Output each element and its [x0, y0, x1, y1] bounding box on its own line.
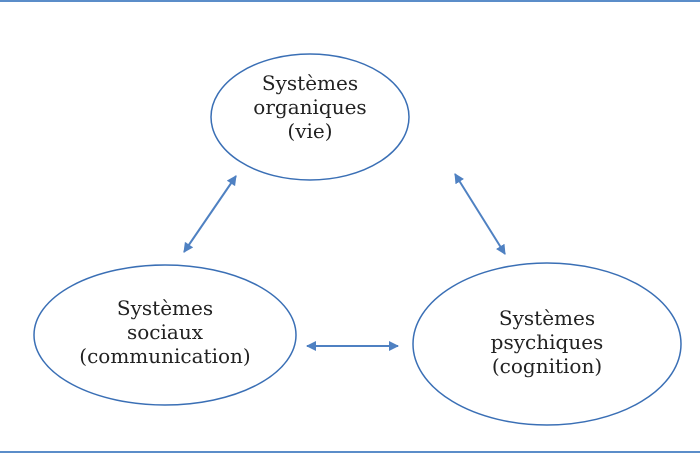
arrow-organic-psychic: [454, 173, 506, 255]
organic-systems-ellipse: [210, 53, 410, 181]
social-systems-ellipse: [33, 264, 297, 406]
psych-line-2: psychiques: [490, 330, 604, 354]
organic-line-1: Systèmes: [261, 71, 359, 95]
psychic-systems-label: Systèmes psychiques (cognition): [412, 306, 682, 378]
psychic-systems-ellipse: [412, 262, 682, 426]
organic-systems-label: Systèmes organiques (vie): [210, 71, 410, 143]
psych-line-3: (cognition): [491, 354, 603, 378]
arrow-organic-social: [183, 175, 237, 253]
psych-line-1: Systèmes: [498, 306, 596, 330]
top-border-rule: [0, 0, 700, 2]
social-line-2: sociaux: [127, 320, 203, 344]
bottom-border-rule: [0, 451, 700, 453]
social-systems-label: Systèmes sociaux (communication): [35, 296, 295, 368]
social-line-1: Systèmes: [116, 296, 214, 320]
organic-line-3: (vie): [287, 119, 333, 143]
organic-line-2: organiques: [253, 95, 367, 119]
social-line-3: (communication): [79, 344, 251, 368]
